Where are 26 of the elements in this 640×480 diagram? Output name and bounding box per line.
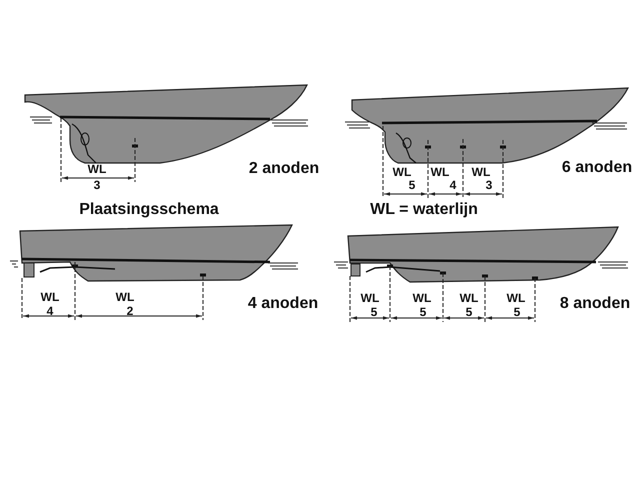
caption: 8 anoden: [560, 295, 630, 313]
dimension-label: WL: [392, 165, 412, 179]
dimension-label: 5: [420, 305, 426, 319]
dimension-label: 3: [94, 178, 100, 192]
dimension-label: WL: [472, 165, 490, 179]
dimension-label: WL: [360, 291, 380, 305]
caption: 4 anoden: [248, 295, 318, 313]
caption: Plaatsingsschema: [79, 201, 219, 219]
dimension-label: 4: [450, 178, 456, 192]
dimension-label: WL: [506, 291, 526, 305]
caption: 6 anoden: [562, 159, 632, 177]
dimension-label: 5: [466, 305, 472, 319]
dimension-label: WL: [412, 291, 432, 305]
dimension-label: WL: [116, 290, 134, 304]
caption: 2 anoden: [248, 160, 320, 178]
dimension-label: 2: [126, 304, 134, 318]
dimension-label: WL: [40, 290, 60, 304]
dimension-label: 5: [408, 178, 416, 192]
dimension-label: 5: [514, 305, 520, 319]
dimension-label: WL: [460, 291, 478, 305]
dimension-label: 3: [486, 178, 492, 192]
dimension-label: WL: [430, 165, 450, 179]
dimension-label: 4: [46, 304, 54, 318]
dimension-label: WL: [88, 162, 106, 176]
dimension-label: 5: [370, 305, 378, 319]
caption: WL = waterlijn: [370, 201, 478, 219]
